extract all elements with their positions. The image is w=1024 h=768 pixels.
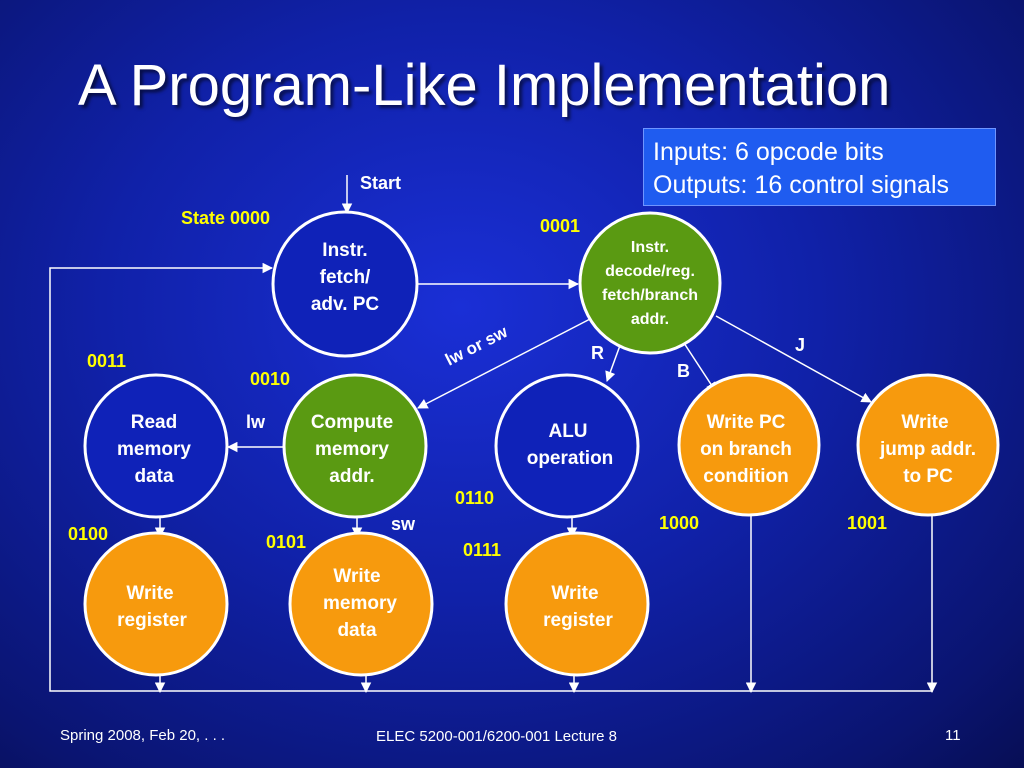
footer-course: ELEC 5200-001/6200-001 Lecture 8 — [376, 728, 618, 745]
writereg-lw-line-1: Write — [126, 583, 173, 604]
alu-line-1: ALU — [548, 421, 587, 442]
io-summary-box: Inputs: 6 opcode bits Outputs: 16 contro… — [643, 128, 996, 206]
state-write-memory — [288, 531, 434, 677]
label-lw: lw — [246, 412, 266, 432]
decode-line-3: fetch/branch — [602, 287, 698, 304]
state-write-register-r — [504, 531, 650, 677]
fetch-line-2: fetch/ — [320, 267, 371, 288]
decode-to-writejump-arrow — [715, 315, 872, 403]
label-sw: sw — [391, 514, 416, 534]
writepc-line-2: on branch — [700, 439, 792, 460]
label-state-0011: 0011 — [87, 351, 126, 371]
decode-line-4: addr. — [631, 311, 669, 328]
decode-line-2: decode/reg. — [605, 263, 695, 280]
return-loop-line — [49, 262, 932, 692]
state-circles — [83, 210, 1000, 677]
writejump-line-3: to PC — [903, 466, 953, 487]
writereg-r-line-1: Write — [551, 583, 598, 604]
compute-line-2: memory — [315, 439, 389, 460]
compute-line-1: Compute — [311, 412, 393, 433]
outputs-text: Outputs: 16 control signals — [653, 171, 949, 199]
label-state-0000: State 0000 — [181, 208, 270, 228]
label-j: J — [795, 335, 805, 355]
read-line-3: data — [134, 466, 174, 487]
writereg-r-line-2: register — [543, 610, 613, 631]
state-alu — [494, 373, 640, 519]
alu-line-2: operation — [527, 448, 614, 469]
label-b: B — [677, 361, 690, 381]
writepc-line-3: condition — [703, 466, 788, 487]
footer-page-number: 11 — [945, 727, 961, 744]
writemem-line-1: Write — [333, 566, 380, 587]
writereg-lw-line-2: register — [117, 610, 187, 631]
label-state-0110: 0110 — [455, 488, 494, 508]
read-line-2: memory — [117, 439, 191, 460]
state-compute-address — [282, 373, 428, 519]
writejump-line-2: jump addr. — [879, 439, 976, 460]
compute-line-3: addr. — [329, 466, 374, 487]
label-state-0010: 0010 — [250, 369, 290, 389]
label-state-0111: 0111 — [463, 540, 501, 560]
state-fetch — [271, 210, 419, 358]
label-state-0100: 0100 — [68, 524, 108, 544]
label-state-0101: 0101 — [266, 532, 306, 552]
decode-line-1: Instr. — [631, 239, 669, 256]
state-write-register-lw — [83, 531, 229, 677]
writejump-line-1: Write — [901, 412, 948, 433]
start-label: Start — [360, 173, 401, 193]
state-decode — [578, 211, 722, 355]
decode-to-writepc-arrow — [681, 339, 717, 393]
label-state-0001: 0001 — [540, 216, 580, 236]
writemem-line-2: memory — [323, 593, 397, 614]
footer-date: Spring 2008, Feb 20, . . . — [60, 727, 226, 744]
state-texts: Instr. fetch/ adv. PC Instr. decode/reg.… — [117, 239, 976, 641]
label-lw-or-sw: lw or sw — [442, 322, 511, 370]
inputs-text: Inputs: 6 opcode bits — [653, 138, 884, 166]
fetch-line-3: adv. PC — [311, 294, 380, 315]
label-state-1000: 1000 — [659, 513, 699, 533]
state-read-memory — [83, 373, 229, 519]
writepc-line-1: Write PC — [707, 412, 786, 433]
writemem-line-3: data — [337, 620, 377, 641]
label-state-1001: 1001 — [847, 513, 887, 533]
state-write-jump — [856, 373, 1000, 517]
decode-to-compute-arrow — [417, 317, 593, 409]
state-write-pc — [677, 373, 821, 517]
read-line-1: Read — [131, 412, 177, 433]
label-r: R — [591, 343, 604, 363]
state-number-labels: State 0000 0001 0011 0010 0110 1000 1001… — [68, 208, 887, 560]
slide-title: A Program-Like Implementation — [78, 53, 891, 118]
fetch-line-1: Instr. — [322, 240, 367, 261]
